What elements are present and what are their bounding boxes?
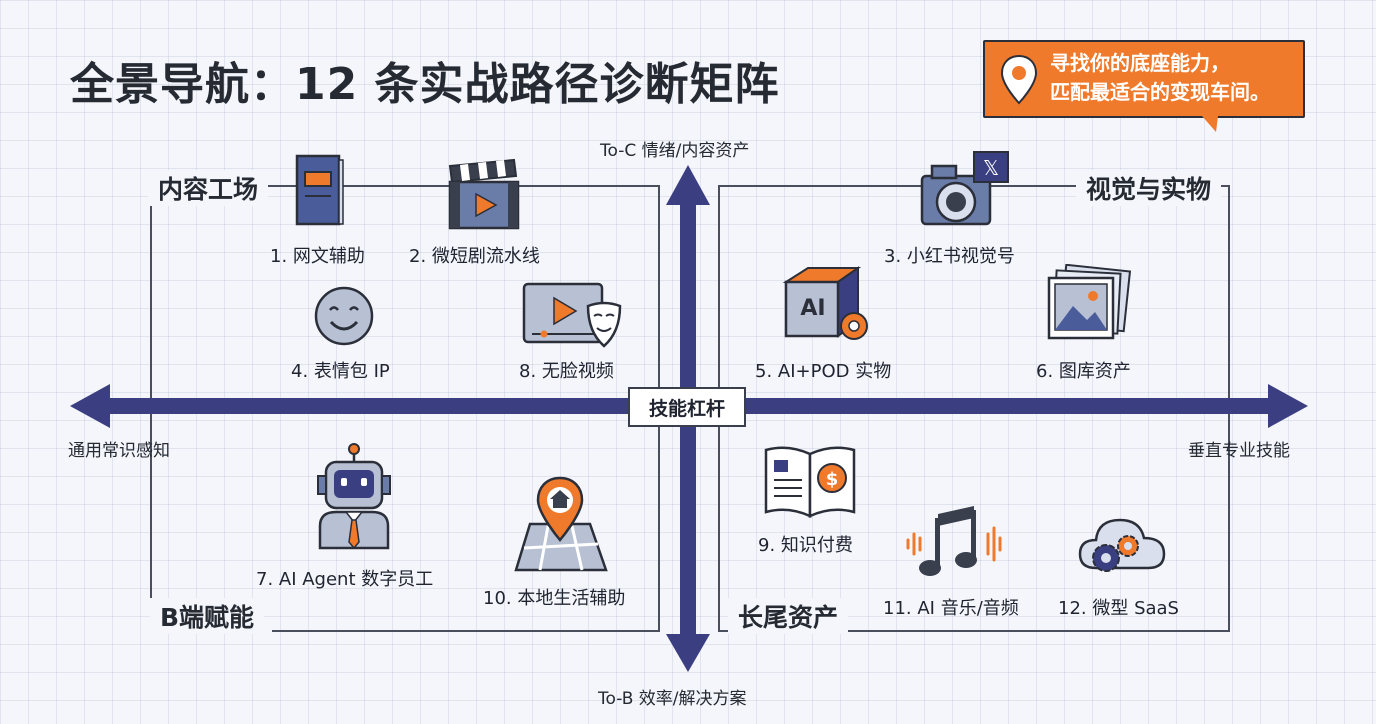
camera-icon [920, 151, 1009, 226]
open-book-icon: $ [764, 446, 856, 518]
robot-icon [317, 443, 391, 550]
ai-box-icon [782, 266, 868, 340]
item-label-1: 1. 网文辅助 [270, 246, 365, 267]
item-label-6: 6. 图库资产 [1036, 361, 1131, 382]
frame-bottom-left-h [272, 630, 660, 632]
frame-top-left-h [150, 185, 660, 187]
page-title: 全景导航：12 条实战路径诊断矩阵 [70, 59, 780, 110]
quadrant-title-b2b: B端赋能 [150, 598, 265, 634]
frame-left-v [150, 185, 152, 600]
callout-box [983, 40, 1305, 118]
item-label-7: 7. AI Agent 数字员工 [256, 569, 434, 590]
callout-line-2: 匹配最适合的变现车间。 [1050, 80, 1270, 104]
callout-text: 寻找你的底座能力， 匹配最适合的变现车间。 [1050, 49, 1300, 107]
video-mask-icon [522, 282, 622, 348]
quadrant-title-content-factory: 内容工场 [148, 170, 269, 206]
quadrant-title-long-tail: 长尾资产 [728, 598, 849, 634]
axis-label-left: 通用常识感知 [68, 441, 170, 461]
clapperboard-icon [448, 158, 520, 230]
item-label-10: 10. 本地生活辅助 [483, 588, 626, 609]
item-label-3: 3. 小红书视觉号 [884, 246, 1015, 267]
item-label-8: 8. 无脸视频 [519, 361, 614, 382]
smiley-face-icon [314, 286, 374, 346]
callout-tail [1202, 116, 1218, 132]
item-label-12: 12. 微型 SaaS [1058, 598, 1179, 619]
axis-label-right: 垂直专业技能 [1188, 441, 1290, 461]
axis-label-bottom: To-B 效率/解决方案 [598, 689, 747, 709]
music-note-icon [906, 506, 1002, 576]
book-icon [295, 154, 344, 226]
callout-line-1: 寻找你的底座能力， [1050, 51, 1230, 75]
map-location-icon [514, 476, 608, 572]
svg-text:$: $ [826, 469, 839, 490]
center-label-skill-leverage: 技能杠杆 [628, 387, 746, 427]
item-label-11: 11. AI 音乐/音频 [883, 598, 1019, 619]
axis-label-top: To-C 情绪/内容资产 [600, 141, 750, 161]
item-label-9: 9. 知识付费 [758, 535, 853, 556]
x-logo: 𝕏 [982, 156, 1000, 180]
cloud-gears-icon [1078, 518, 1166, 572]
map-pin-icon [1000, 54, 1038, 105]
photo-stack-icon [1047, 264, 1132, 340]
item-label-5: 5. AI+POD 实物 [755, 361, 892, 382]
ai-box-text: AI [800, 296, 826, 321]
item-label-4: 4. 表情包 IP [291, 361, 390, 382]
quadrant-title-visual-physical: 视觉与实物 [1076, 170, 1222, 206]
frame-bottom-right-h [718, 630, 1230, 632]
item-label-2: 2. 微短剧流水线 [409, 246, 540, 267]
